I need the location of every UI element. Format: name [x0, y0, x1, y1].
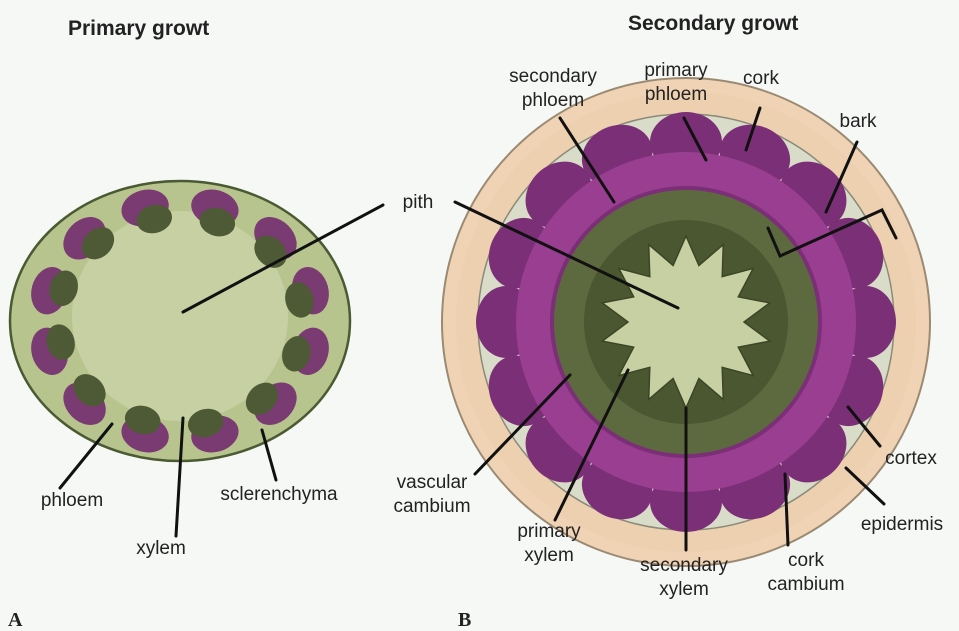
primary-growth-title: Primary growt — [68, 17, 209, 40]
label-bark: bark — [840, 111, 877, 132]
label-phloem: phloem — [41, 490, 103, 511]
label-xylem: xylem — [136, 538, 186, 559]
secondary-growth-title: Secondary growt — [628, 12, 798, 35]
label-primary-phloem-2: phloem — [645, 84, 707, 105]
label-vascular-cambium-1: vascular — [397, 472, 468, 493]
label-primary-phloem-1: primary — [644, 60, 708, 81]
panel-letter-a: A — [8, 609, 23, 631]
label-cork: cork — [743, 68, 779, 89]
label-secondary-phloem-1: secondary — [509, 66, 597, 87]
panel-letter-b: B — [458, 609, 471, 631]
label-secondary-xylem-2: xylem — [659, 579, 709, 600]
label-cortex: cortex — [885, 448, 937, 469]
label-secondary-xylem-1: secondary — [640, 555, 728, 576]
primary-stem — [10, 181, 350, 461]
label-sclerenchyma: sclerenchyma — [220, 484, 338, 505]
label-primary-xylem-2: xylem — [524, 545, 574, 566]
label-primary-xylem-1: primary — [517, 521, 581, 542]
label-vascular-cambium-2: cambium — [393, 496, 470, 517]
label-epidermis: epidermis — [861, 514, 943, 535]
label-pith: pith — [403, 192, 434, 213]
label-secondary-phloem-2: phloem — [522, 90, 584, 111]
label-cork-cambium-2: cambium — [767, 574, 844, 595]
label-cork-cambium-1: cork — [788, 550, 824, 571]
